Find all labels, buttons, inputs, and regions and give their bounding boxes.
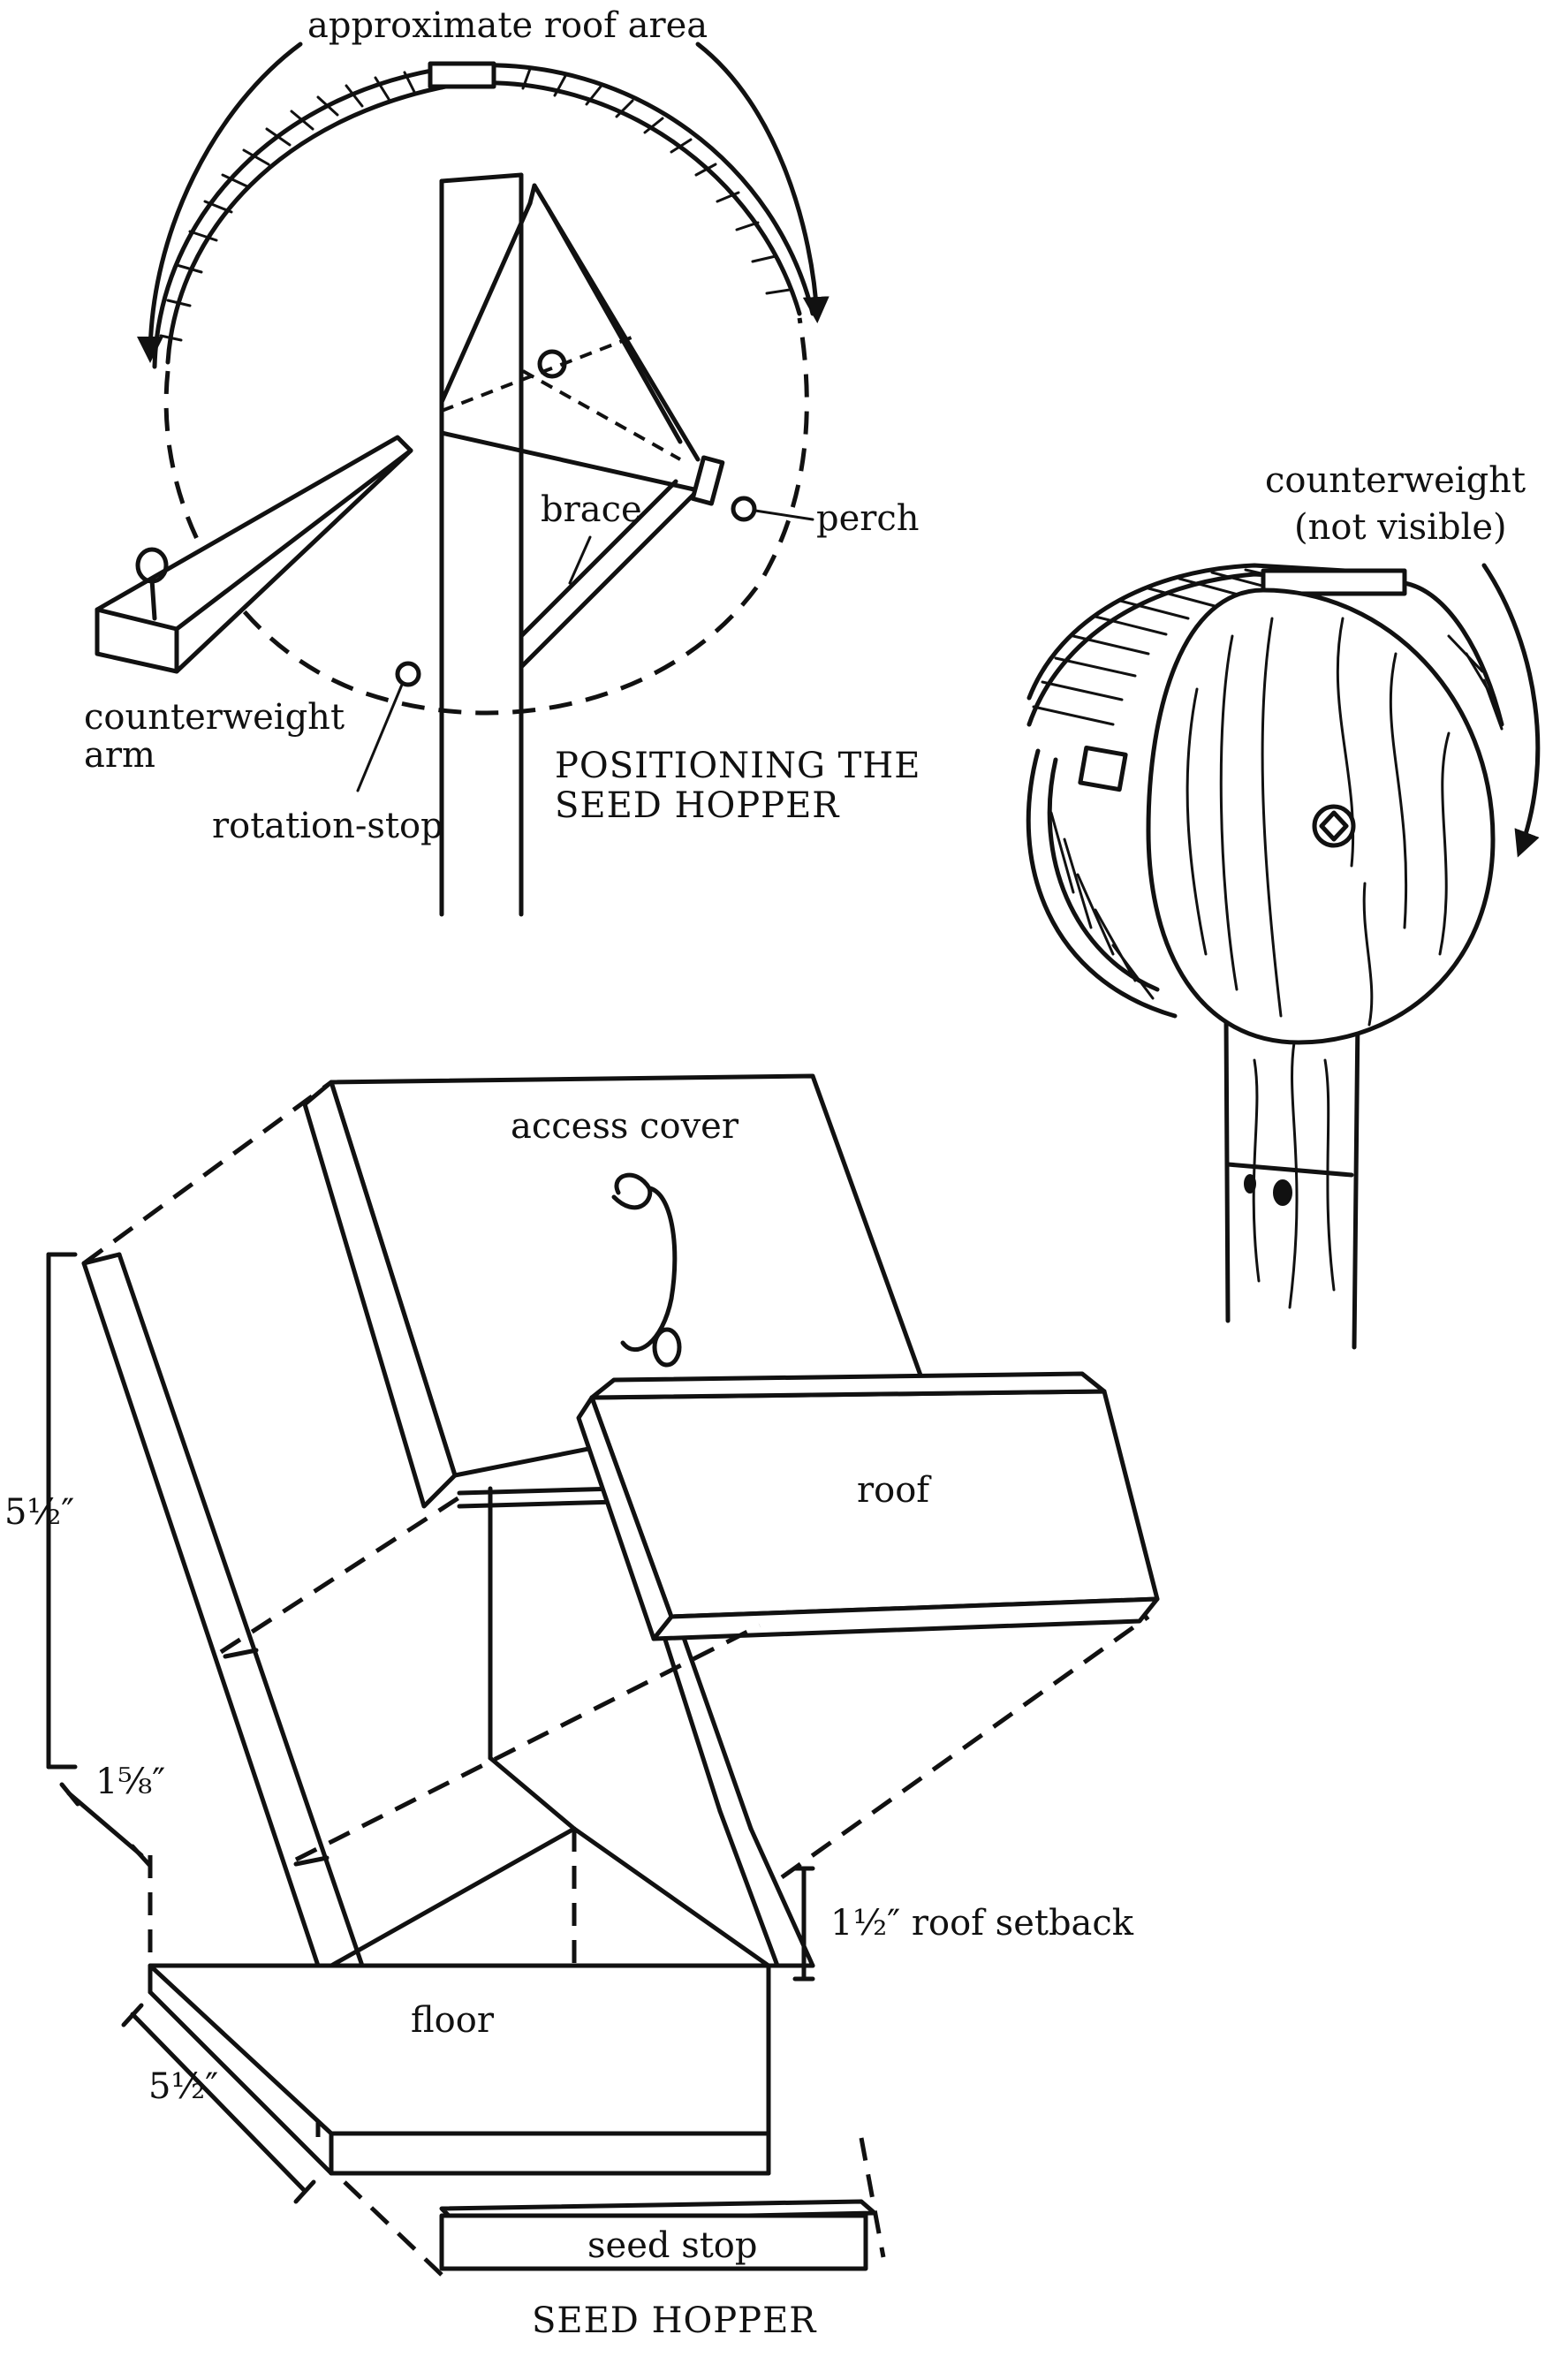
perch-peg: [731, 496, 757, 522]
side-panel: [46, 1252, 365, 1968]
roof-area-arrow-left: [137, 42, 303, 363]
perch-leader: [754, 509, 814, 521]
access-cover: access cover: [302, 1073, 926, 1509]
counterweight-arm-label-2: arm: [84, 735, 155, 776]
dimension-lines: [46, 1252, 815, 2204]
feeder-post: [1223, 1013, 1360, 1350]
positioning-diagram: approximate roof area brace perch counte…: [84, 5, 920, 917]
brace: [519, 479, 696, 670]
roof-shingles: [152, 61, 815, 369]
counterweight-label-2: (not visible): [1294, 507, 1507, 548]
seed-stop-label: seed stop: [587, 2225, 757, 2266]
drum-shading: [1049, 811, 1155, 1000]
roof-setback-dimension: 1½″ roof setback: [830, 1903, 1134, 1944]
feeder-view: counterweight (not visible): [1026, 460, 1541, 1350]
perch-label: perch: [816, 498, 920, 539]
drum-front-disk: [1146, 587, 1496, 1045]
positioning-title-2: SEED HOPPER: [555, 785, 840, 826]
rotation-arrow: [1481, 563, 1541, 858]
counterweight-arm: [95, 435, 413, 674]
positioning-title-1: POSITIONING THE: [555, 746, 920, 786]
drum-rim: [1026, 748, 1178, 1019]
depth-dimension: 1⅝″: [95, 1762, 165, 1802]
roof-panel: roof: [576, 1371, 1160, 1641]
counterweight-label-1: counterweight: [1265, 460, 1526, 501]
brace-leader: [568, 535, 592, 585]
rotation-stop-peg: [395, 661, 421, 687]
drum-shingles: [1026, 563, 1504, 792]
brace-label: brace: [541, 489, 642, 530]
roof-area-arrow-right: [695, 42, 829, 323]
floor-label: floor: [411, 2000, 495, 2041]
seed-stop: seed stop: [439, 2199, 877, 2271]
height-dimension: 5½″: [4, 1492, 74, 1533]
counterweight-arm-label-1: counterweight: [84, 697, 345, 738]
rotation-stop-leader: [356, 683, 404, 792]
floor-panel: floor: [148, 1826, 771, 2176]
seed-hopper-diagram: access cover: [4, 1073, 1160, 2341]
post: [439, 172, 524, 917]
roof-area-label: approximate roof area: [307, 5, 708, 46]
hopper-frame: [439, 183, 725, 506]
seed-hopper-title: SEED HOPPER: [532, 2300, 817, 2341]
access-cover-label: access cover: [511, 1106, 739, 1147]
floor-width-dimension: 5½″: [148, 2066, 218, 2107]
roof-label: roof: [857, 1470, 932, 1511]
rotation-stop-label: rotation-stop: [212, 806, 443, 846]
